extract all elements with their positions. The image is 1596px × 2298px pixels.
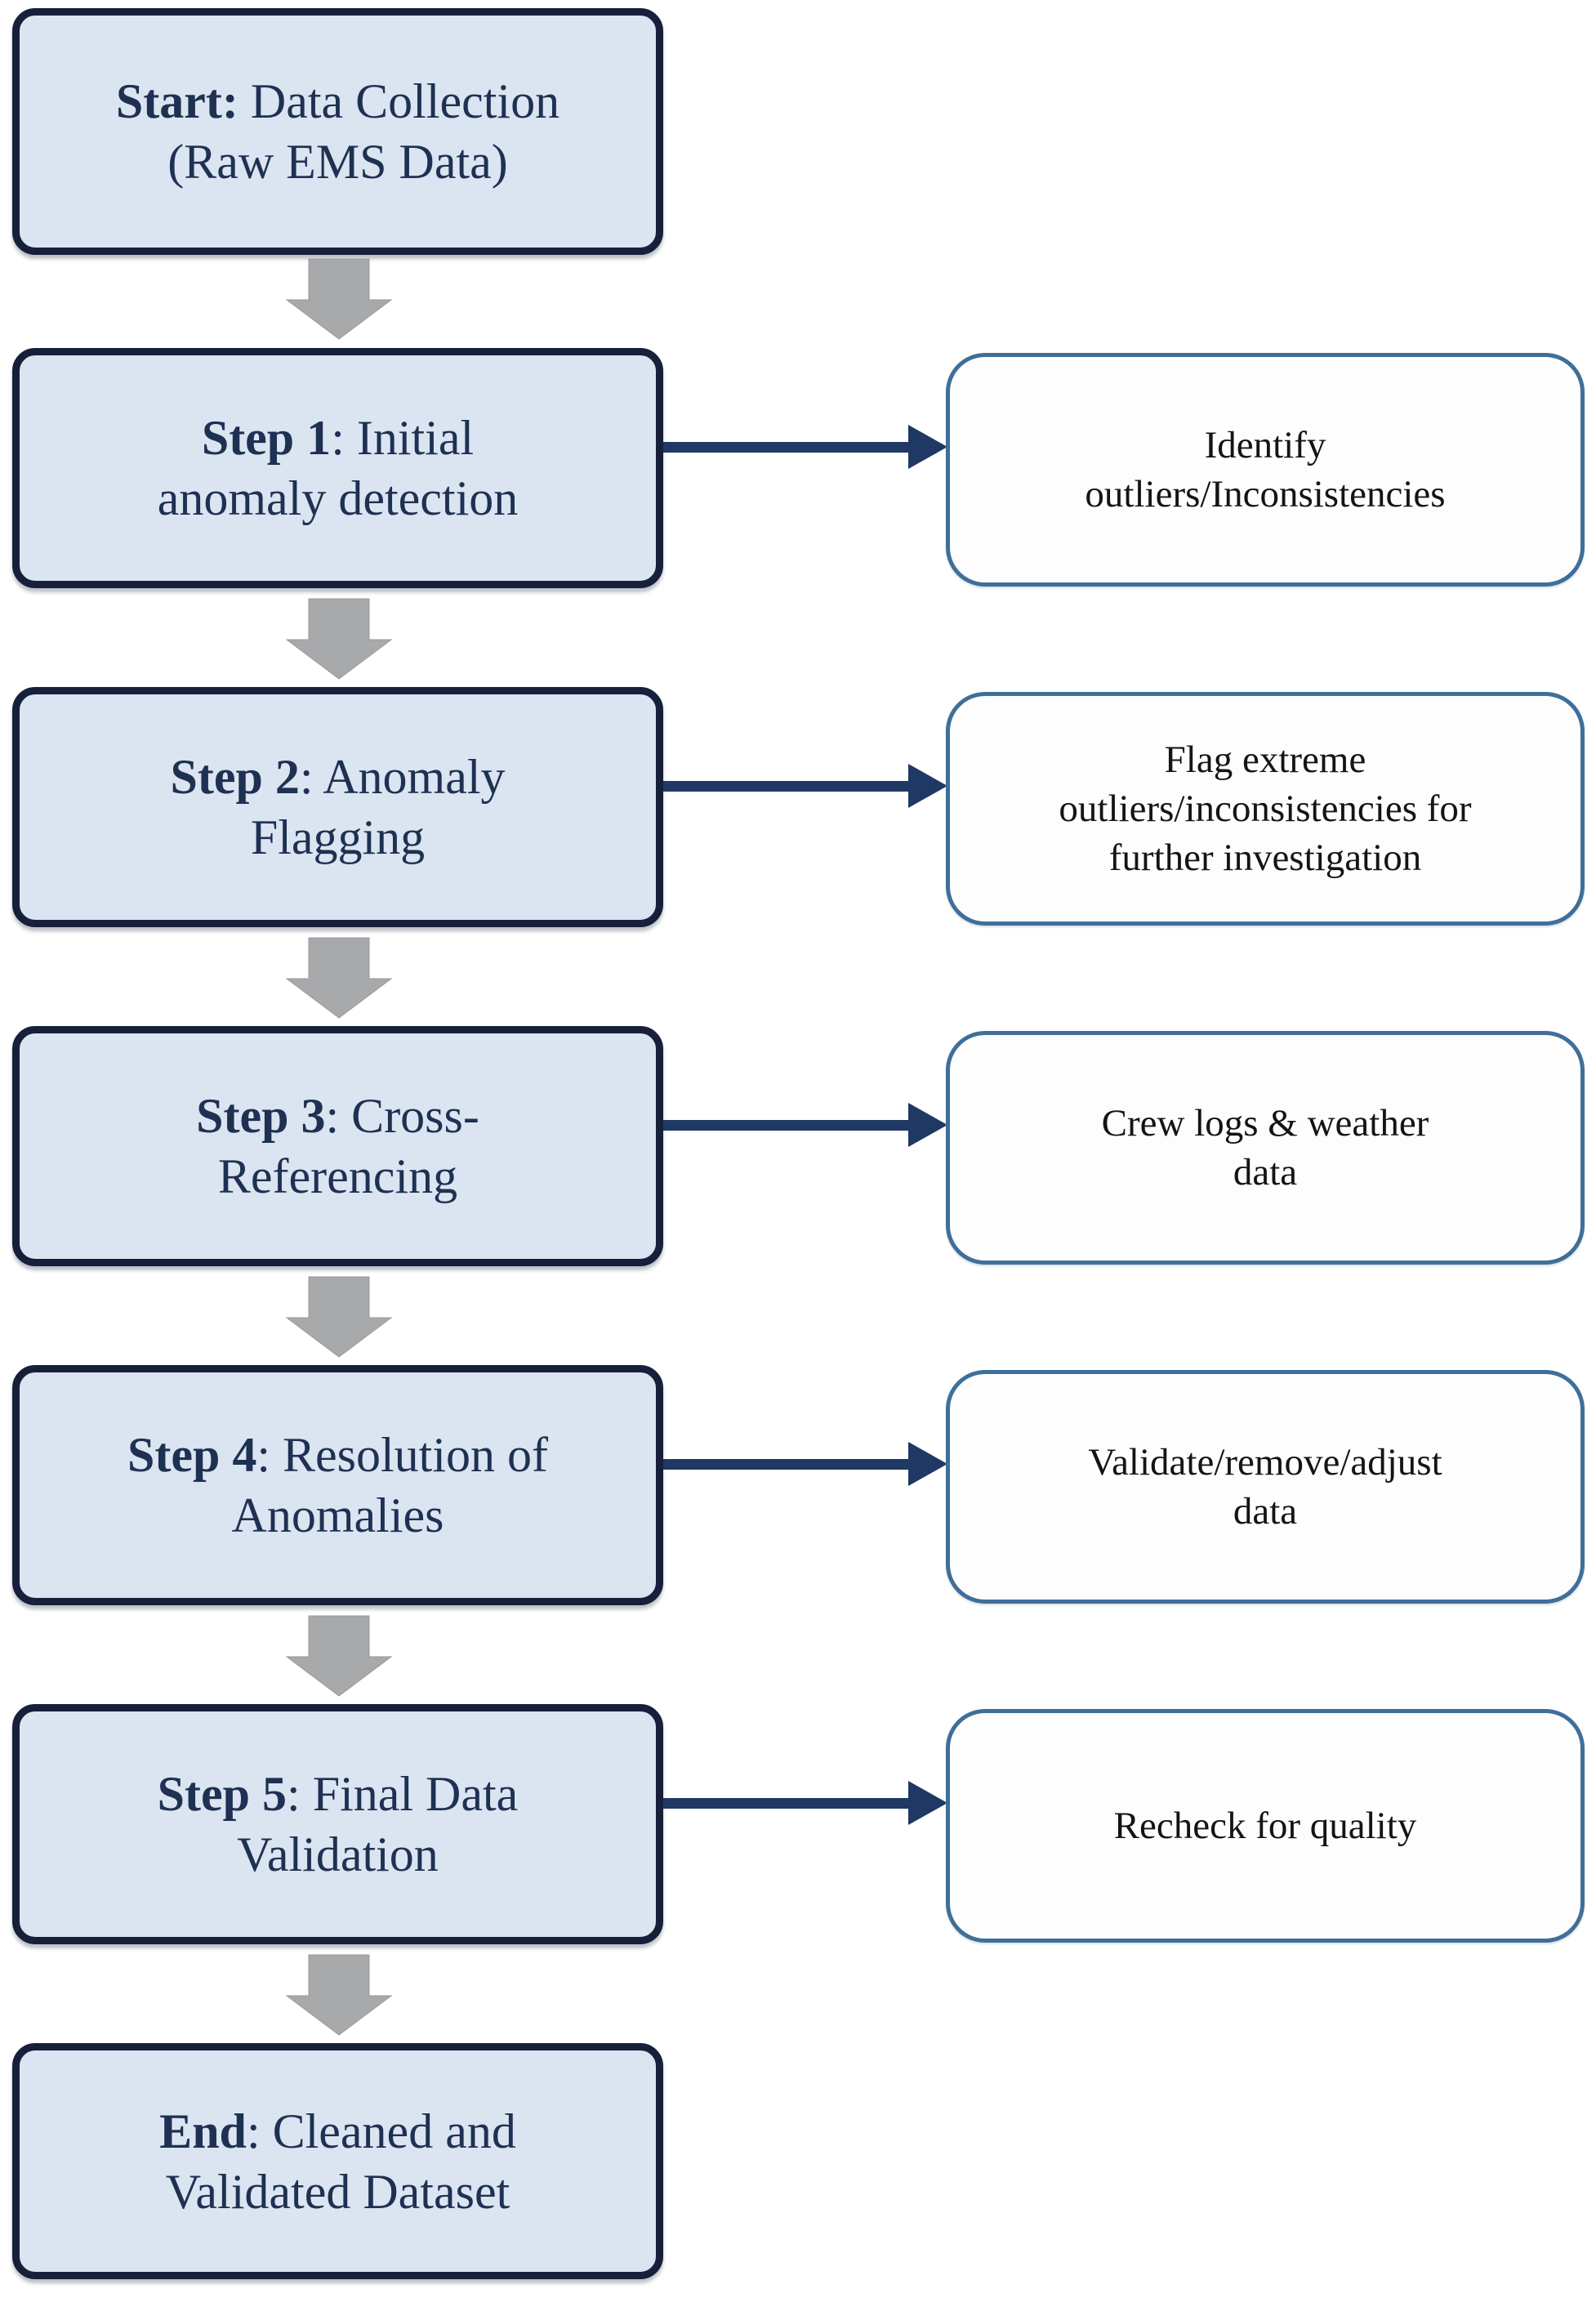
process-box-label-bold: Step 1 <box>201 411 332 465</box>
down-arrow-icon <box>286 1276 392 1358</box>
process-box-label-rest: : Final Data Validation <box>237 1767 519 1881</box>
process-box-label-bold: Step 2 <box>170 750 300 804</box>
process-box-label-rest: : Initial anomaly detection <box>157 411 519 525</box>
note-box-label: Crew logs & weather data <box>1101 1102 1429 1194</box>
note-box-step-5: Recheck for quality <box>946 1709 1585 1943</box>
note-box-step-2: Flag extreme outliers/inconsistencies fo… <box>946 692 1585 926</box>
right-arrow-icon <box>663 422 949 471</box>
note-box-step-4: Validate/remove/adjust data <box>946 1370 1585 1604</box>
down-arrow-icon <box>286 258 392 340</box>
right-arrow-icon <box>663 1439 949 1488</box>
process-box-label-rest: : Anomaly Flagging <box>250 750 506 864</box>
process-box-label-rest: Data Collection (Raw EMS Data) <box>167 74 560 189</box>
right-arrow-icon <box>663 761 949 810</box>
down-arrow-icon <box>286 598 392 680</box>
process-box-label: Step 5: Final Data Validation <box>158 1764 519 1885</box>
process-box-step-3: Step 3: Cross- Referencing <box>12 1026 663 1266</box>
process-box-label: Step 4: Resolution of Anomalies <box>127 1425 548 1546</box>
process-box-label: Step 1: Initial anomaly detection <box>158 408 519 529</box>
process-box-step-2: Step 2: Anomaly Flagging <box>12 687 663 927</box>
process-box-label: Step 2: Anomaly Flagging <box>170 747 505 868</box>
process-box-label-bold: Step 3 <box>196 1089 326 1143</box>
process-box-step-4: Step 4: Resolution of Anomalies <box>12 1365 663 1605</box>
process-box-step-5: Step 5: Final Data Validation <box>12 1704 663 1944</box>
process-box-label-bold: Start: <box>115 74 239 128</box>
process-box-end: End: Cleaned and Validated Dataset <box>12 2043 663 2279</box>
right-arrow-icon <box>663 1100 949 1149</box>
process-box-label: End: Cleaned and Validated Dataset <box>159 2101 516 2222</box>
process-box-start: Start: Data Collection (Raw EMS Data) <box>12 8 663 255</box>
note-box-label: Validate/remove/adjust data <box>1088 1441 1442 1533</box>
down-arrow-icon <box>286 937 392 1019</box>
note-box-step-3: Crew logs & weather data <box>946 1031 1585 1265</box>
process-box-label-bold: Step 4 <box>127 1428 257 1482</box>
process-box-label-rest: : Resolution of Anomalies <box>231 1428 549 1542</box>
process-box-label-rest: : Cleaned and Validated Dataset <box>165 2104 516 2219</box>
down-arrow-icon <box>286 1615 392 1697</box>
process-box-label: Step 3: Cross- Referencing <box>196 1086 479 1207</box>
note-box-label: Flag extreme outliers/inconsistencies fo… <box>1059 738 1472 879</box>
process-box-label-bold: End <box>159 2104 247 2158</box>
note-box-label: Identify outliers/Inconsistencies <box>1085 424 1446 515</box>
note-box-label: Recheck for quality <box>1113 1805 1417 1847</box>
process-box-label-rest: : Cross- Referencing <box>217 1089 479 1203</box>
process-box-step-1: Step 1: Initial anomaly detection <box>12 348 663 588</box>
note-box-step-1: Identify outliers/Inconsistencies <box>946 353 1585 587</box>
process-box-label-bold: Step 5 <box>157 1767 288 1821</box>
right-arrow-icon <box>663 1778 949 1827</box>
process-box-label: Start: Data Collection (Raw EMS Data) <box>116 71 559 192</box>
down-arrow-icon <box>286 1954 392 2036</box>
